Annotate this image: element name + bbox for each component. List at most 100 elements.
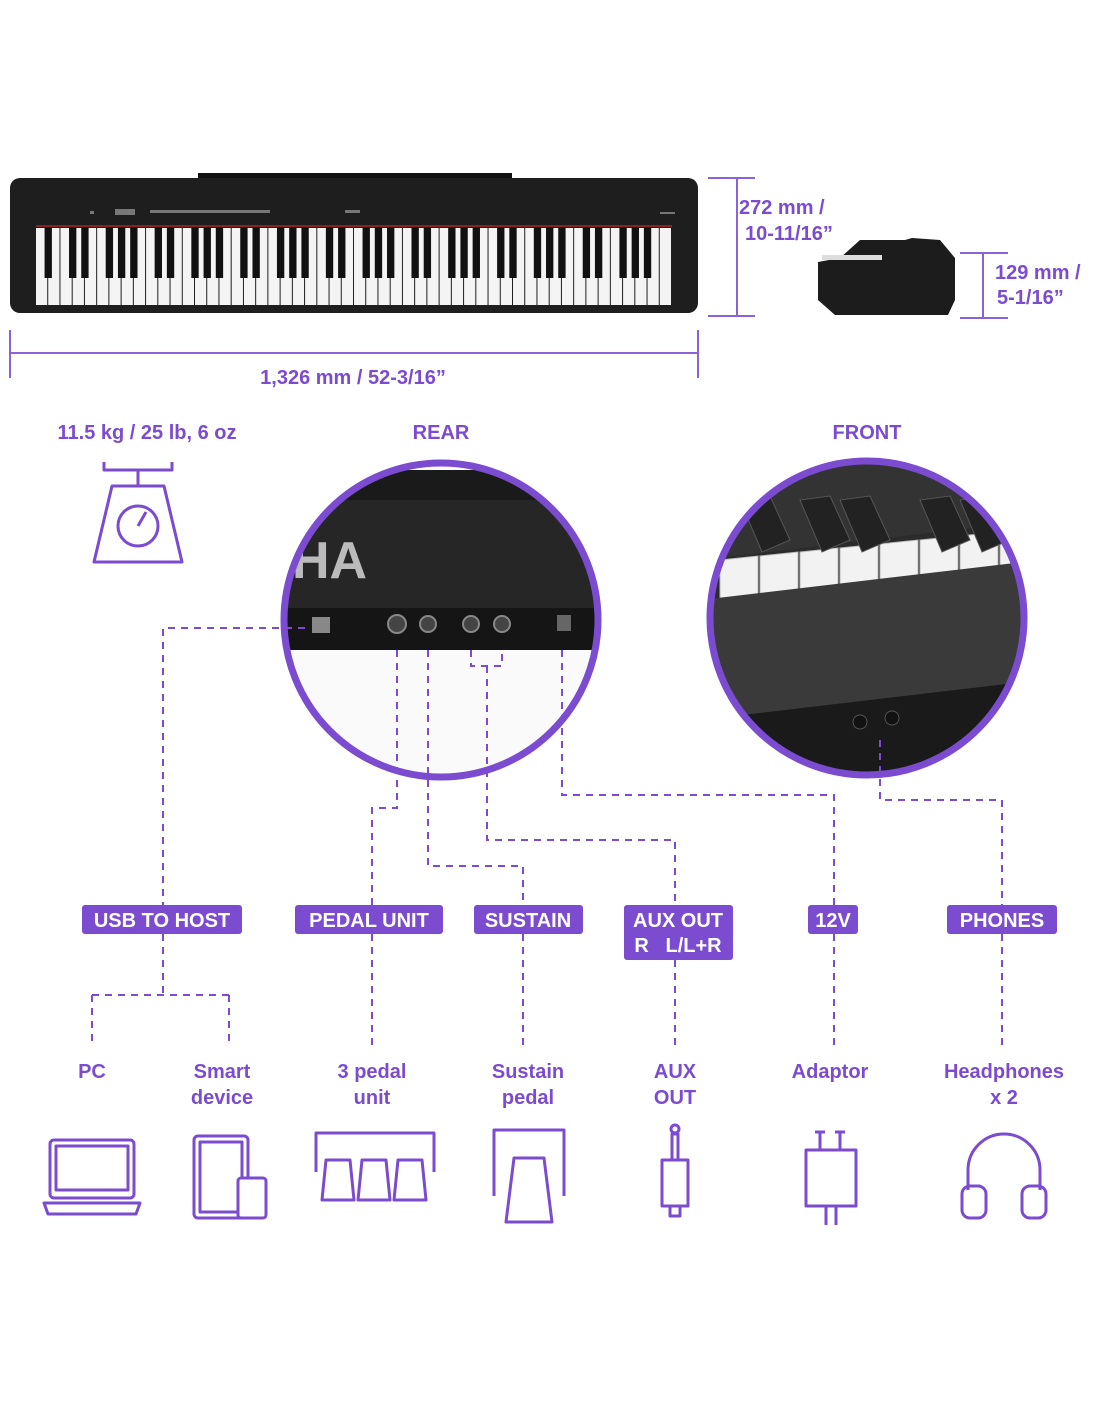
white-key: [133, 228, 146, 305]
piano-side-view: [818, 238, 955, 315]
white-key: [280, 228, 292, 305]
front-black-key: [799, 495, 851, 553]
black-key: [276, 228, 285, 278]
black-key: [411, 228, 419, 278]
connector-lines: [91, 627, 1003, 1045]
black-key: [362, 228, 370, 278]
white-key: [329, 228, 341, 305]
port-label-usb-to-host: USB TO HOST: [82, 905, 242, 934]
black-key: [117, 228, 126, 278]
black-key: [338, 228, 346, 278]
black-key: [374, 228, 383, 278]
svg-text:129 mm /: 129 mm /: [995, 262, 1081, 284]
white-key: [97, 228, 109, 305]
black-key: [533, 228, 542, 278]
white-key: [158, 228, 170, 305]
white-key: [268, 228, 280, 305]
sustain-pedal-icon: [492, 1128, 566, 1224]
svg-text:AUX: AUX: [654, 1061, 697, 1083]
piano-keys: [36, 228, 671, 305]
white-key: [513, 228, 525, 305]
white-key: [598, 228, 610, 305]
black-key: [619, 228, 627, 278]
white-key: [305, 228, 317, 305]
svg-text:PC: PC: [78, 1061, 106, 1083]
audio-jack-icon: [660, 1123, 690, 1218]
white-key: [60, 228, 72, 305]
black-key: [448, 228, 456, 278]
black-key: [301, 228, 309, 278]
front-detail-view: [706, 457, 1028, 779]
port-label-12v: 12V: [808, 905, 858, 934]
white-key: [439, 228, 451, 305]
black-key: [166, 228, 175, 278]
white-key: [476, 228, 488, 305]
svg-text:Headphones: Headphones: [944, 1061, 1064, 1083]
white-key: [390, 228, 402, 305]
white-key: [170, 228, 182, 305]
height-dimension: 272 mm / 10-11/16”: [708, 177, 833, 317]
svg-text:device: device: [191, 1087, 253, 1109]
port-label-pedal-unit: PEDAL UNIT: [295, 905, 443, 934]
white-key: [402, 228, 415, 305]
white-key: [292, 228, 305, 305]
white-key: [451, 228, 464, 305]
white-key: [488, 228, 500, 305]
white-key: [464, 228, 476, 305]
black-key: [472, 228, 480, 278]
white-key: [586, 228, 598, 305]
black-key: [497, 228, 505, 278]
black-key: [154, 228, 162, 278]
black-key: [643, 228, 652, 278]
white-key: [366, 228, 378, 305]
white-key: [219, 228, 231, 305]
white-key: [72, 228, 84, 305]
port-label-phones: PHONES: [947, 905, 1057, 934]
svg-text:12V: 12V: [815, 910, 851, 932]
white-key: [146, 228, 158, 305]
white-key: [623, 228, 635, 305]
black-key: [44, 228, 52, 278]
svg-text:PEDAL UNIT: PEDAL UNIT: [309, 910, 429, 932]
white-key: [243, 228, 256, 305]
black-key: [509, 228, 517, 278]
front-black-key: [839, 495, 891, 553]
device-labels: PC Smart device 3 pedal unit Sustain ped…: [78, 1061, 1064, 1109]
black-key: [130, 228, 138, 278]
pedal-unit-icon: [314, 1131, 436, 1202]
svg-text:USB TO HOST: USB TO HOST: [94, 910, 230, 932]
black-key: [240, 228, 248, 278]
depth-dimension: 129 mm / 5-1/16”: [960, 252, 1081, 319]
usb-port: [312, 617, 330, 633]
rear-detail-view: HA: [280, 459, 602, 781]
port-label-sustain: SUSTAIN: [474, 905, 583, 934]
white-key: [231, 228, 243, 305]
white-key: [354, 228, 366, 305]
white-key: [195, 228, 207, 305]
white-key: [256, 228, 268, 305]
svg-text:3 pedal: 3 pedal: [338, 1061, 407, 1083]
svg-text:x 2: x 2: [990, 1087, 1018, 1109]
svg-text:AUX OUT: AUX OUT: [633, 910, 723, 932]
white-key: [109, 228, 121, 305]
white-key: [525, 228, 537, 305]
white-key: [647, 228, 659, 305]
black-key: [631, 228, 639, 278]
svg-text:SUSTAIN: SUSTAIN: [485, 910, 571, 932]
black-key: [325, 228, 334, 278]
black-key: [582, 228, 591, 278]
white-key: [317, 228, 329, 305]
svg-text:PHONES: PHONES: [960, 910, 1044, 932]
svg-text:OUT: OUT: [654, 1087, 696, 1109]
white-key: [549, 228, 561, 305]
white-key: [500, 228, 512, 305]
white-key: [182, 228, 194, 305]
white-key: [341, 228, 353, 305]
smart-device-icon: [192, 1134, 268, 1220]
weight-label: 11.5 kg / 25 lb, 6 oz: [58, 422, 237, 444]
black-key: [191, 228, 199, 278]
white-key: [635, 228, 647, 305]
svg-text:10-11/16”: 10-11/16”: [745, 223, 833, 245]
svg-text:272 mm /: 272 mm /: [739, 197, 825, 219]
black-key: [81, 228, 89, 278]
